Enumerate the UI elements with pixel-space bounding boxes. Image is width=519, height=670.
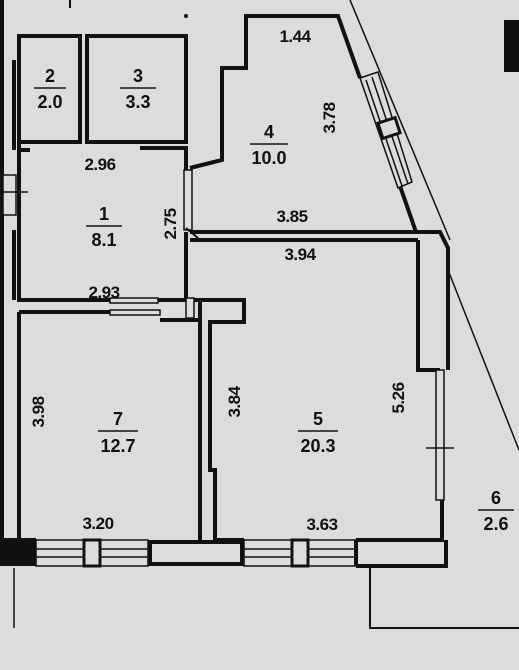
room-4-outer-wall — [189, 14, 362, 170]
door-5-1 — [185, 297, 195, 319]
room-area: 2.0 — [37, 92, 62, 112]
dimension-label: 1.44 — [279, 27, 311, 46]
room-1-left-wall — [17, 142, 110, 302]
dimension-label: 2.93 — [88, 283, 119, 302]
room-number: 4 — [264, 122, 274, 142]
room-number: 1 — [99, 204, 109, 224]
room-number: 3 — [133, 66, 143, 86]
balcony-outline — [369, 565, 519, 629]
room-label-4: 4 10.0 — [250, 122, 288, 168]
room-area: 3.3 — [125, 92, 150, 112]
window-frame — [376, 115, 402, 141]
marker-dot — [184, 14, 188, 18]
bottom-right-wall — [356, 540, 448, 568]
room-5-right-inner-wall — [416, 240, 440, 372]
room-area: 2.6 — [483, 514, 508, 534]
room-5-left-wall — [190, 298, 246, 542]
dimension-label: 3.20 — [82, 514, 113, 533]
room-1-side-opening — [2, 174, 17, 216]
dimension-label: 3.84 — [225, 385, 244, 417]
room-label-3: 3 3.3 — [120, 66, 156, 112]
room-5-bottom-right-wall — [356, 500, 444, 542]
dimension-label: 2.75 — [161, 208, 180, 239]
balcony-diagonal-line — [447, 269, 519, 451]
dimension-label: 3.78 — [320, 102, 339, 133]
room-5-top-right-wall — [416, 230, 450, 370]
room-label-6: 6 2.6 — [478, 488, 514, 534]
room-5-window-mullion — [290, 538, 310, 568]
room-number: 5 — [313, 409, 323, 429]
room-area: 20.3 — [300, 436, 335, 456]
room-label-7: 7 12.7 — [98, 409, 138, 456]
outer-diagonal-line — [349, 0, 451, 241]
dimension-label: 3.98 — [29, 396, 48, 427]
room-7-window-mullion — [82, 538, 102, 568]
dimension-label: 2.96 — [84, 155, 115, 174]
room-number: 7 — [113, 409, 123, 429]
room-1-top-right-wall — [140, 146, 188, 170]
dimension-label: 5.26 — [389, 382, 408, 413]
bottom-left-pier — [0, 540, 40, 566]
room-area: 12.7 — [100, 436, 135, 456]
room-number: 6 — [491, 488, 501, 508]
left-edge-wall — [0, 0, 4, 565]
room-4-right-wall-lower — [398, 185, 418, 233]
room-number: 2 — [45, 66, 55, 86]
room-7-top-right-stub — [160, 302, 202, 322]
dimension-label: 3.94 — [284, 245, 316, 264]
right-edge-wall — [504, 20, 519, 72]
room-label-2: 2 2.0 — [34, 66, 66, 112]
room-5-right-window — [435, 369, 445, 501]
room-area: 10.0 — [251, 148, 286, 168]
dimension-label: 3.85 — [276, 207, 307, 226]
room-label-5: 5 20.3 — [298, 409, 338, 456]
room-7-top-opening — [109, 309, 161, 316]
room-2-walls — [17, 34, 82, 144]
door-1-4-mark — [185, 227, 199, 239]
room-label-1: 1 8.1 — [86, 204, 122, 250]
room-3-walls — [85, 34, 188, 144]
door-1-4 — [183, 169, 193, 231]
room-area: 8.1 — [91, 230, 116, 250]
bottom-middle-pier-inner — [152, 544, 240, 562]
dimension-label: 3.63 — [306, 515, 337, 534]
